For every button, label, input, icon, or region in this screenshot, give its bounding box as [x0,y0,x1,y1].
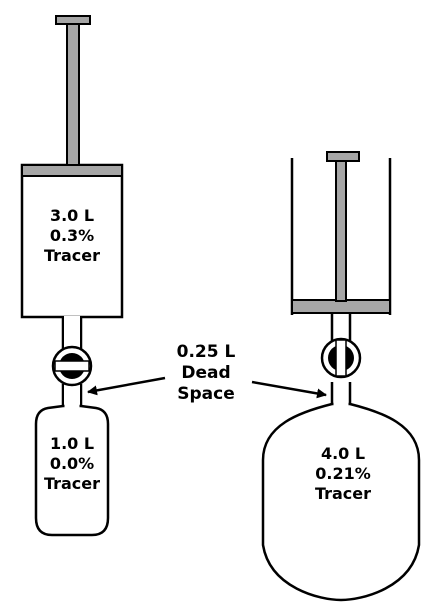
right-vessel [261,402,421,602]
left-plunger [21,15,123,177]
arrow-right [251,380,327,399]
dead-space-word-dead: Dead [181,363,230,383]
right-apparatus [261,151,421,602]
left-syringe-tracer-pct: 0.3% [50,226,94,245]
left-bottle-tracer-pct: 0.0% [50,454,94,473]
left-apparatus [20,15,124,537]
dead-space-volume: 0.25 L [177,342,236,362]
dead-space-word-space: Space [177,384,235,404]
left-bottle [34,404,110,537]
right-vessel-label: 4.0 L 0.21% Tracer [315,444,371,503]
right-vessel-tracer-pct: 0.21% [315,464,371,483]
left-bottle-label: 1.0 L 0.0% Tracer [44,434,100,493]
right-stopcock-valve [320,337,362,379]
left-bottle-tracer-word: Tracer [44,474,100,493]
left-syringe-label: 3.0 L 0.3% Tracer [44,206,100,265]
right-vessel-tracer-word: Tracer [315,484,371,503]
left-bottle-volume: 1.0 L [50,434,94,453]
left-syringe-barrel [20,163,124,319]
left-stopcock-valve [51,345,93,387]
left-connector-tube [61,317,83,406]
left-syringe-tracer-word: Tracer [44,246,100,265]
arrow-left [87,376,166,396]
right-plunger [291,151,391,314]
left-syringe-volume: 3.0 L [50,206,94,225]
dead-space-label: 0.25 L Dead Space [177,342,236,404]
right-cylinder-walls [290,158,392,315]
dead-space-arrows [87,376,327,399]
right-vessel-volume: 4.0 L [321,444,365,463]
